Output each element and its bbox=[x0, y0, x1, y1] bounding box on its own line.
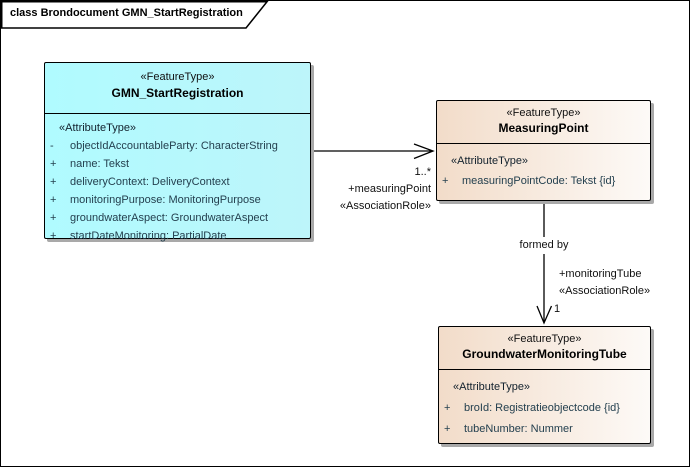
class-header: «FeatureType» MeasuringPoint bbox=[437, 101, 650, 144]
class-name: GMN_StartRegistration bbox=[111, 86, 244, 100]
attribute-row[interactable]: + tubeNumber: Nummer bbox=[439, 419, 650, 440]
class-attribute-compartment: «AttributeType» + broId: Registratieobje… bbox=[439, 370, 650, 440]
attribute-row[interactable]: + monitoringPurpose: MonitoringPurpose bbox=[45, 191, 310, 209]
association-name-label[interactable]: formed by bbox=[506, 237, 582, 254]
attribute-text: measuringPointCode: Tekst {id} bbox=[462, 175, 616, 187]
class-stereotype: «FeatureType» bbox=[507, 333, 582, 345]
visibility-symbol: + bbox=[50, 176, 57, 188]
attribute-row[interactable]: + deliveryContext: DeliveryContext bbox=[45, 173, 310, 191]
open-arrowhead-down-icon bbox=[536, 305, 553, 325]
association-role[interactable]: +monitoringTube bbox=[559, 268, 642, 280]
attribute-row[interactable]: + broId: Registratieobjectcode {id} bbox=[439, 398, 650, 419]
association-measuring-point-connector[interactable] bbox=[312, 143, 435, 160]
diagram-title-tab-shape bbox=[1, 1, 269, 29]
visibility-symbol: + bbox=[444, 423, 451, 435]
association-multiplicity[interactable]: 1..* bbox=[414, 166, 431, 178]
class-header: «FeatureType» GroundwaterMonitoringTube bbox=[439, 327, 650, 370]
attribute-text: broId: Registratieobjectcode {id} bbox=[464, 402, 620, 414]
association-monitoring-tube-labels: +monitoringTube «AssociationRole» bbox=[559, 266, 650, 300]
attribute-row[interactable]: + measuringPointCode: Tekst {id} bbox=[437, 171, 650, 191]
class-attribute-compartment: «AttributeType» - objectIdAccountablePar… bbox=[45, 114, 310, 245]
class-box-gmn-startregistration[interactable]: «FeatureType» GMN_StartRegistration «Att… bbox=[44, 62, 311, 242]
visibility-symbol: + bbox=[50, 230, 57, 242]
attribute-text: tubeNumber: Nummer bbox=[464, 423, 573, 435]
attribute-row[interactable]: - objectIdAccountableParty: CharacterStr… bbox=[45, 137, 310, 155]
visibility-symbol: - bbox=[50, 140, 54, 152]
attribute-row[interactable]: + name: Tekst bbox=[45, 155, 310, 173]
association-monitoring-tube-connector[interactable] bbox=[536, 202, 553, 325]
association-measuring-point-labels: 1..* +measuringPoint «AssociationRole» bbox=[321, 164, 431, 215]
association-multiplicity[interactable]: 1 bbox=[554, 303, 561, 315]
visibility-symbol: + bbox=[50, 212, 57, 224]
class-box-measuring-point[interactable]: «FeatureType» MeasuringPoint «AttributeT… bbox=[436, 100, 651, 201]
class-name: GroundwaterMonitoringTube bbox=[462, 347, 627, 361]
diagram-title: class Brondocument GMN_StartRegistration bbox=[10, 7, 243, 19]
attribute-row[interactable]: + startDateMonitoring: PartialDate bbox=[45, 227, 310, 245]
attribute-text: startDateMonitoring: PartialDate bbox=[70, 230, 227, 242]
class-stereotype: «FeatureType» bbox=[140, 71, 215, 83]
class-header: «FeatureType» GMN_StartRegistration bbox=[45, 63, 310, 114]
visibility-symbol: + bbox=[442, 175, 449, 187]
attribute-row[interactable]: + groundwaterAspect: GroundwaterAspect bbox=[45, 209, 310, 227]
visibility-symbol: + bbox=[50, 194, 57, 206]
attribute-stereotype: «AttributeType» bbox=[59, 122, 137, 134]
visibility-symbol: + bbox=[444, 402, 451, 414]
class-attribute-compartment: «AttributeType» + measuringPointCode: Te… bbox=[437, 144, 650, 191]
association-role[interactable]: +measuringPoint bbox=[348, 183, 431, 195]
class-box-groundwater-monitoring-tube[interactable]: «FeatureType» GroundwaterMonitoringTube … bbox=[438, 326, 651, 444]
attribute-stereotype: «AttributeType» bbox=[451, 155, 529, 167]
attribute-text: name: Tekst bbox=[70, 158, 130, 170]
attribute-text: deliveryContext: DeliveryContext bbox=[70, 176, 230, 188]
attribute-text: objectIdAccountableParty: CharacterStrin… bbox=[70, 140, 278, 152]
class-name: MeasuringPoint bbox=[498, 121, 589, 135]
visibility-symbol: + bbox=[50, 158, 57, 170]
attribute-text: monitoringPurpose: MonitoringPurpose bbox=[70, 194, 261, 206]
attribute-text: groundwaterAspect: GroundwaterAspect bbox=[70, 212, 269, 224]
association-stereotype[interactable]: «AssociationRole» bbox=[559, 285, 651, 297]
class-stereotype: «FeatureType» bbox=[506, 107, 581, 119]
open-arrowhead-right-icon bbox=[413, 143, 435, 160]
attribute-stereotype: «AttributeType» bbox=[453, 381, 531, 393]
association-stereotype[interactable]: «AssociationRole» bbox=[339, 200, 431, 212]
